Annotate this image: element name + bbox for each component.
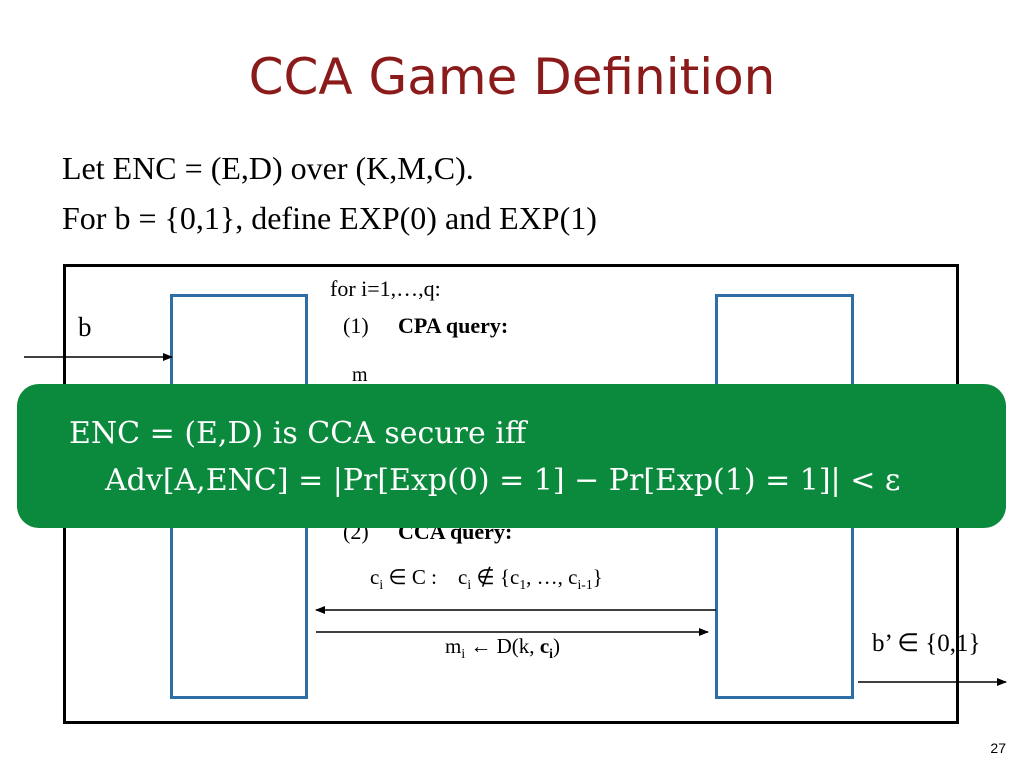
slide-title: CCA Game Definition <box>248 48 776 106</box>
page-number: 27 <box>990 740 1006 756</box>
cpa-index: (1) <box>343 313 369 338</box>
definition-overlay: ENC = (E,D) is CCA secure iff Adv[A,ENC]… <box>17 384 1006 528</box>
cpa-partial-text: m <box>352 364 368 386</box>
decrypt-response: mi ← D(k, ci) <box>445 634 560 662</box>
cpa-label: CPA query: <box>398 313 509 338</box>
cca-condition: ci ∈ C : ci ∉ {c1, …, ci-1} <box>370 565 603 593</box>
loop-label: for i=1,…,q: <box>330 276 441 301</box>
output-label: b’ ∈ {0,1} <box>872 630 981 657</box>
intro-line-2: For b = {0,1}, define EXP(0) and EXP(1) <box>62 200 597 236</box>
bit-label: b <box>78 312 92 342</box>
definition-line-2: Adv[A,ENC] = |Pr[Exp(0) = 1] − Pr[Exp(1)… <box>105 463 901 498</box>
intro-line-1: Let ENC = (E,D) over (K,M,C). <box>62 150 474 186</box>
definition-line-1: ENC = (E,D) is CCA secure iff <box>69 416 527 451</box>
